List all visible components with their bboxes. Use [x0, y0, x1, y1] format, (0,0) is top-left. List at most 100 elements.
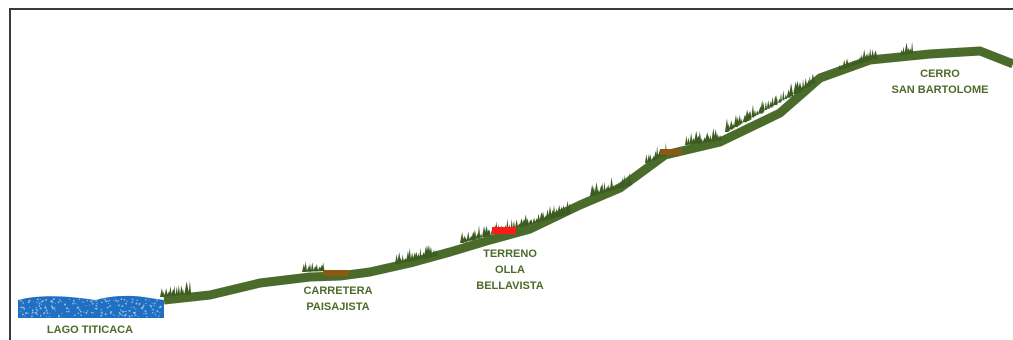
- lake-speckle-dot: [74, 314, 76, 317]
- tree-icon: [179, 285, 184, 296]
- lake-speckle-dot: [45, 309, 48, 312]
- lake-speckle-dot: [20, 298, 22, 300]
- tree-icon: [609, 176, 614, 191]
- lake-speckle-dot: [45, 312, 47, 314]
- lake-speckle-dot: [158, 315, 160, 316]
- lake-speckle-dot: [145, 299, 147, 301]
- lake-speckle-dot: [101, 301, 103, 304]
- tree-icon: [410, 252, 414, 261]
- lake-speckle-dot: [154, 312, 156, 314]
- lake-speckle-dot: [124, 310, 126, 312]
- lake-speckle-dot: [22, 306, 25, 309]
- lake-speckle-dot: [106, 306, 109, 309]
- lake-speckle-dot: [66, 307, 69, 310]
- lake-speckle-dot: [66, 310, 68, 313]
- lake-speckle-dot: [152, 308, 154, 311]
- lake-speckle-dot: [121, 305, 124, 308]
- lake-speckle-dot: [90, 311, 93, 314]
- lake-speckle-dot: [23, 308, 26, 310]
- tree-icon: [766, 99, 770, 109]
- lake-speckle-dot: [79, 309, 81, 311]
- lake-speckle-dot: [122, 310, 124, 313]
- lake-speckle-dot: [124, 314, 126, 317]
- lake-speckle-dot: [19, 306, 22, 309]
- lake-speckle-dot: [44, 306, 46, 309]
- lake-speckle-dot: [120, 310, 122, 312]
- lake-speckle-dot: [153, 304, 155, 307]
- tree-icon: [182, 289, 185, 295]
- lake-speckle-dot: [77, 306, 80, 309]
- lake-speckle-dot: [150, 305, 153, 308]
- lake-speckle-dot: [50, 300, 52, 303]
- tree-icon: [304, 261, 308, 272]
- tree-icon: [658, 149, 661, 158]
- lake-speckle-dot: [35, 306, 37, 309]
- tree-icon: [851, 60, 855, 66]
- lake-speckle-dot: [53, 307, 55, 309]
- tree-icon: [866, 52, 870, 61]
- lake-speckle-dot: [151, 312, 154, 314]
- tree-icon: [408, 247, 412, 262]
- lake-speckle-dot: [54, 310, 56, 312]
- tree-icon: [813, 78, 816, 84]
- tree-icon: [799, 86, 803, 91]
- tree-icon: [175, 286, 179, 296]
- tree-icon: [596, 189, 600, 195]
- lake-speckle-dot: [80, 310, 82, 313]
- tree-icon: [473, 229, 477, 240]
- lake-speckle-dot: [64, 303, 66, 305]
- lake-speckle-dot: [104, 313, 107, 316]
- lake-speckle-dot: [41, 307, 43, 309]
- lake-speckle-dot: [159, 312, 161, 314]
- lake-speckle-dot: [145, 302, 147, 305]
- lake-speckle-dot: [40, 314, 42, 317]
- tree-icon: [902, 46, 905, 55]
- lake-speckle-dot: [45, 298, 47, 301]
- lake-speckle-dot: [136, 299, 138, 301]
- lake-speckle-dot: [51, 304, 53, 306]
- lake-speckle-dot: [37, 300, 39, 302]
- lake-speckle-dot: [133, 306, 135, 309]
- tree-icon: [526, 218, 530, 225]
- lake-speckle-dot: [125, 310, 127, 313]
- lake-speckle-dot: [123, 298, 126, 301]
- tree-icon: [853, 59, 857, 66]
- tree-icon: [718, 134, 723, 141]
- tree-icon: [434, 249, 438, 257]
- tree-icon: [607, 184, 610, 192]
- tree-icon: [162, 291, 165, 297]
- lake-speckle-dot: [58, 314, 60, 316]
- lake-speckle-dot: [156, 300, 158, 302]
- lake-speckle-dot: [100, 308, 102, 311]
- lake-speckle-dot: [135, 308, 137, 310]
- label-cerro-san-bartolome: CERRO SAN BARTOLOME: [880, 66, 1000, 98]
- lake-speckle-dot: [68, 308, 70, 310]
- lake-speckle-dot: [104, 300, 106, 302]
- lake-titicaca-water: [18, 295, 164, 318]
- tree-icon: [188, 280, 192, 295]
- lake-speckle-dot: [60, 300, 61, 302]
- label-cerro-line-2: SAN BARTOLOME: [891, 84, 989, 96]
- lake-speckle-dot: [115, 299, 117, 302]
- lake-speckle-dot: [36, 298, 39, 301]
- label-terreno-line-3: BELLAVISTA: [476, 280, 544, 292]
- tree-icon: [399, 257, 403, 264]
- lake-speckle-dot: [51, 301, 54, 304]
- lake-speckle-dot: [32, 311, 34, 314]
- tree-icon: [911, 41, 914, 54]
- lake-speckle-dot: [85, 311, 88, 314]
- lake-speckle-dot: [36, 301, 38, 303]
- lake-speckle-dot: [36, 313, 38, 316]
- tree-icon: [784, 94, 788, 99]
- lake-speckle-dot: [73, 299, 75, 302]
- lake-speckle-dot: [120, 309, 121, 311]
- tree-icon: [775, 94, 778, 104]
- lake-speckle-dot: [21, 313, 24, 316]
- tree-icon: [780, 92, 783, 102]
- lake-speckle-dot: [82, 301, 84, 303]
- tree-icon: [432, 249, 436, 257]
- tree-icon: [868, 48, 872, 61]
- tree-icon: [567, 203, 571, 214]
- tree-icon: [791, 89, 794, 96]
- lake-speckle-dot: [20, 310, 22, 312]
